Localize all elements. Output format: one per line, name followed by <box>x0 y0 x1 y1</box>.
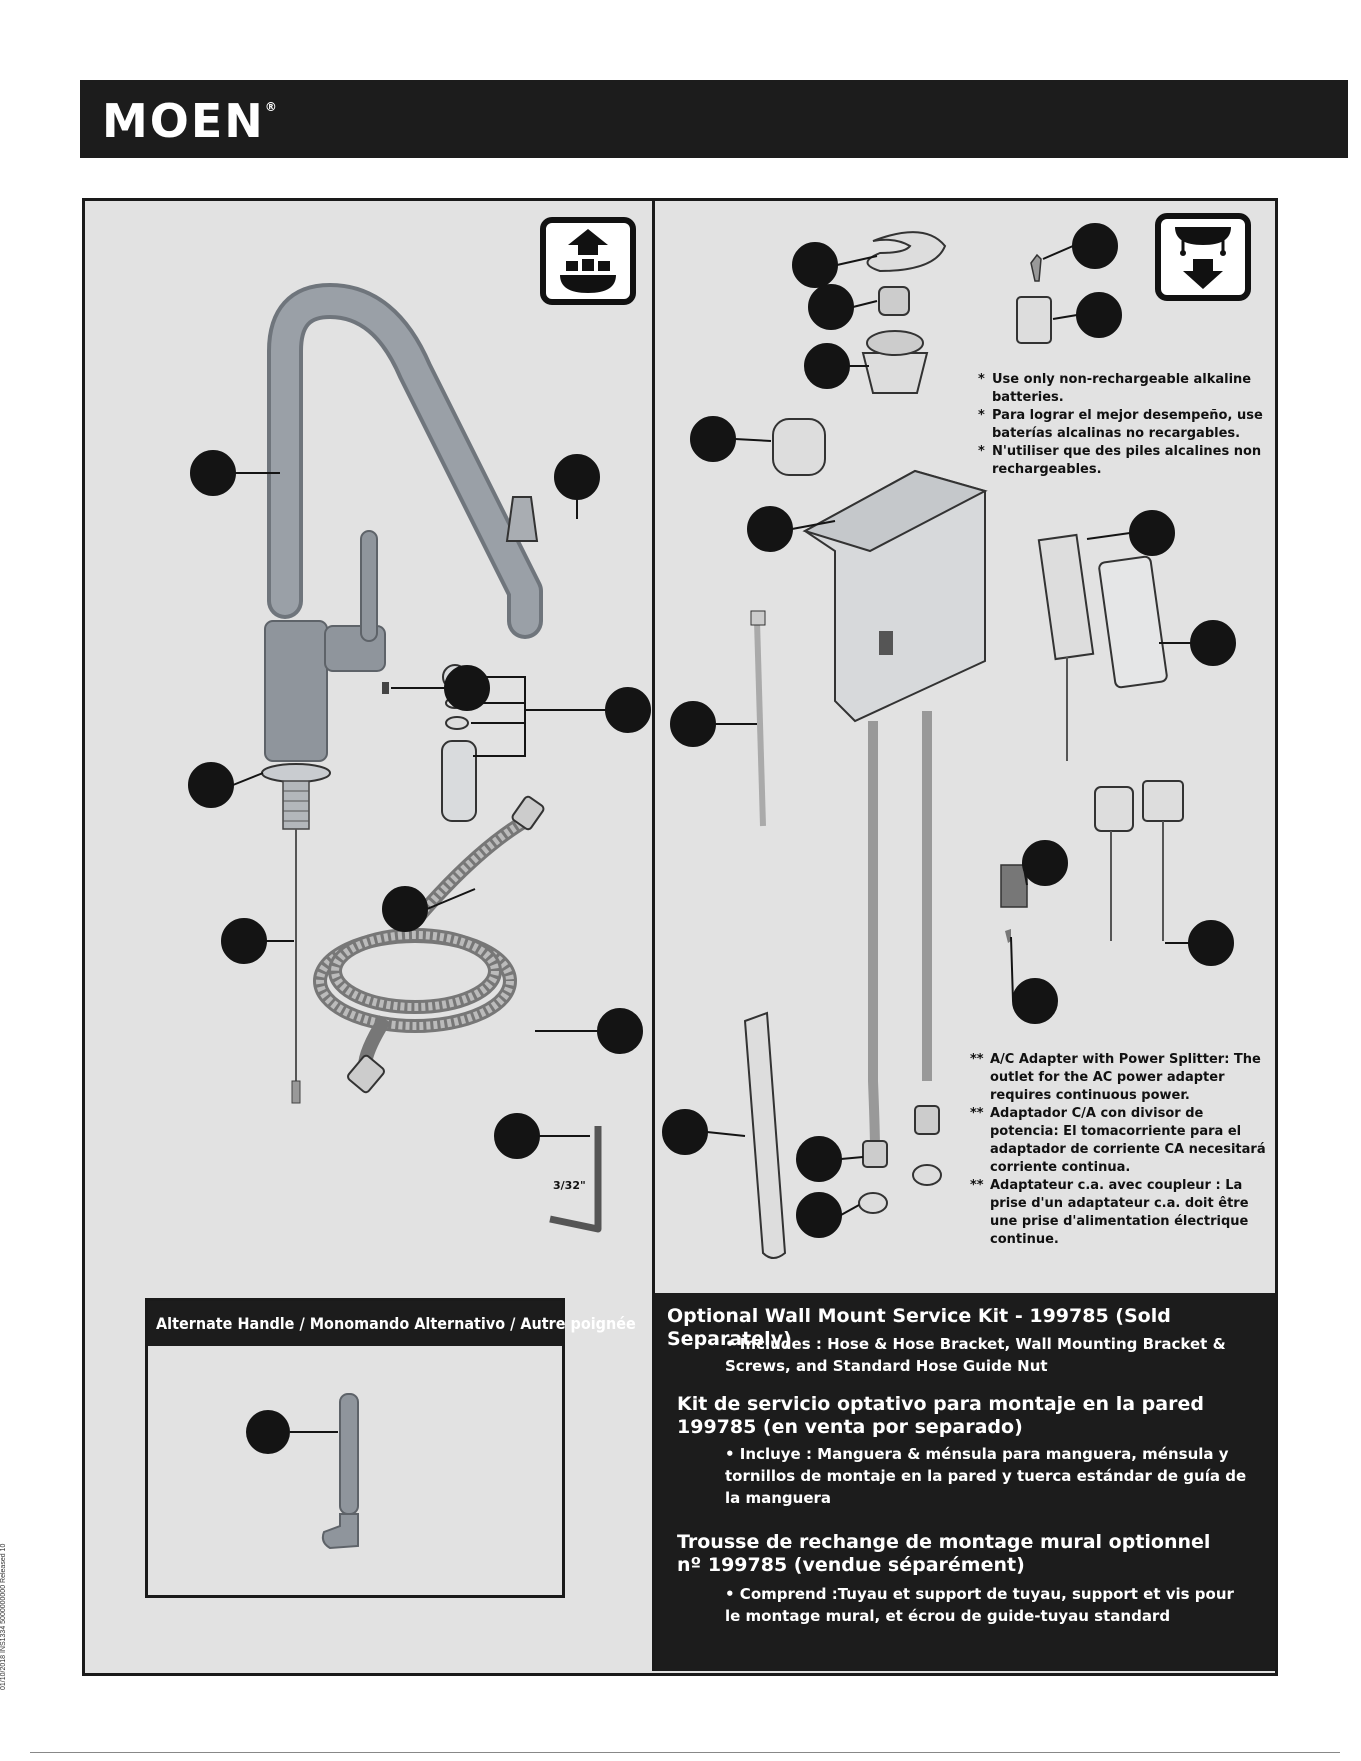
callout-23 <box>1022 840 1068 886</box>
wall-mount-service-kit-panel: Optional Wall Mount Service Kit - 199785… <box>655 1293 1275 1671</box>
control-box <box>802 469 988 723</box>
deck-top-install-icon <box>540 217 636 305</box>
parts-diagram-frame: 3/32" Alternate Handle / Monomando Alter… <box>82 198 1278 1676</box>
braided-supply-hose <box>313 795 545 1094</box>
cone-part <box>505 496 539 542</box>
callout-8 <box>597 1008 643 1054</box>
callout-12 <box>804 343 850 389</box>
kit-title-es: Kit de servicio optativo para montaje en… <box>677 1393 1204 1438</box>
right-parts-illustration <box>662 223 1236 1259</box>
filter-screen-2 <box>858 1192 888 1214</box>
adapter-note-fr: **Adaptateur c.a. avec coupleur : La pri… <box>970 1178 1249 1247</box>
callout-1 <box>190 450 236 496</box>
power-splitter <box>1142 780 1184 822</box>
lever-handle <box>360 530 378 642</box>
cable-tie <box>754 620 766 827</box>
battery-pack-closed <box>1098 555 1168 689</box>
faucet-body <box>264 620 328 762</box>
wrench-size-label: 3/32" <box>553 1179 586 1192</box>
callout-3 <box>444 665 490 711</box>
base-escutcheon <box>261 763 331 783</box>
callout-19 <box>1072 223 1118 269</box>
battery-notes: *Use only non-rechargeable alkaline batt… <box>978 371 1268 479</box>
callout-11 <box>808 284 854 330</box>
callout-10 <box>792 242 838 288</box>
moen-logo: MOEN® <box>102 94 279 148</box>
kit-bullet-es: • Incluye : Manguera & ménsula para mang… <box>725 1445 1247 1507</box>
kit-title-en: Optional Wall Mount Service Kit - 199785… <box>667 1305 1171 1350</box>
kit-bullet-fr: • Comprend :Tuyau et support de tuyau, s… <box>725 1585 1234 1625</box>
ac-adapter <box>1094 786 1134 832</box>
cap-fitting <box>772 418 826 476</box>
callout-22 <box>1190 620 1236 666</box>
alternate-handle-illustration <box>246 1393 359 1550</box>
hex-nut <box>878 286 910 316</box>
adapter-note-en: **A/C Adapter with Power Splitter: The o… <box>970 1052 1261 1103</box>
adapter-notes: **A/C Adapter with Power Splitter: The o… <box>970 1051 1270 1249</box>
hex-wrench <box>549 1126 602 1233</box>
battery-pack-open <box>1037 533 1095 661</box>
adapter-note-es: **Adaptador C/A con divisor de potencia:… <box>970 1106 1266 1175</box>
alternate-handle-box: Alternate Handle / Monomando Alternativo… <box>145 1298 636 1598</box>
page-bottom-rule <box>30 1752 1340 1753</box>
callout-13 <box>690 416 736 462</box>
threaded-shank <box>282 780 310 830</box>
callout-25 <box>1012 978 1058 1024</box>
callout-14 <box>747 506 793 552</box>
installation-wrench-tool <box>743 1011 787 1259</box>
washer <box>445 716 469 730</box>
callout-7 <box>382 886 428 932</box>
alternate-handle-title: Alternate Handle / Monomando Alternativo… <box>148 1301 636 1346</box>
battery-note-es: *Para lograr el mejor desempeño, use bat… <box>978 408 1263 441</box>
document-code: 01/10/2018 INS1334 5000000000 Released 1… <box>0 1543 7 1690</box>
battery <box>1016 296 1052 344</box>
callout-6 <box>221 918 267 964</box>
kit-bullet-en: • Includes : Hose & Hose Bracket, Wall M… <box>725 1335 1226 1375</box>
brand-header-bar: MOEN® <box>80 80 1348 158</box>
control-box-hose-left <box>868 721 880 1152</box>
screw <box>1030 253 1042 282</box>
callout-5 <box>188 762 234 808</box>
cartridge <box>441 740 477 822</box>
callout-18 <box>796 1192 842 1238</box>
under-sink-install-icon <box>1155 213 1251 301</box>
kit-title-fr: Trousse de rechange de montage mural opt… <box>677 1531 1211 1576</box>
callout-21 <box>1129 510 1175 556</box>
filter-screen-1 <box>912 1164 942 1186</box>
callout-16 <box>662 1109 708 1155</box>
adhesive-pad <box>1000 864 1028 908</box>
callout-15 <box>670 701 716 747</box>
callout-24 <box>1188 920 1234 966</box>
callout-20 <box>1076 292 1122 338</box>
callout-9 <box>494 1113 540 1159</box>
callout-17 <box>796 1136 842 1182</box>
left-parts-illustration: 3/32" <box>188 283 651 1233</box>
callout-2 <box>554 454 600 500</box>
callout-4 <box>605 687 651 733</box>
set-screw <box>382 682 389 694</box>
mounting-plate <box>866 231 947 273</box>
small-screw <box>1005 929 1011 943</box>
battery-note-fr: *N'utiliser que des piles alcalines non … <box>978 444 1262 477</box>
battery-note-en: *Use only non-rechargeable alkaline batt… <box>978 372 1252 405</box>
panel-divider <box>652 201 655 1671</box>
wing-nut <box>861 352 929 394</box>
